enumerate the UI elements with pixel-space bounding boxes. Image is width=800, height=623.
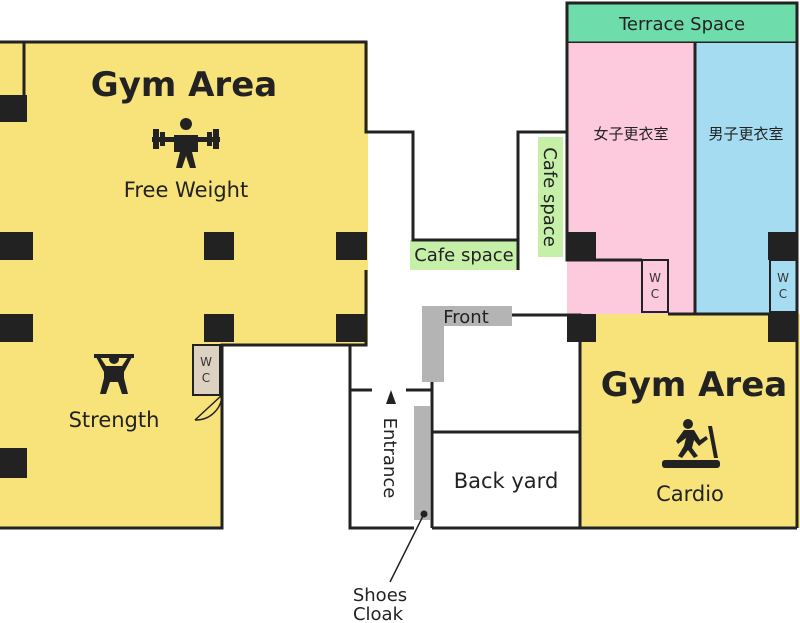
free-weight-label: Free Weight (124, 178, 248, 202)
shoes-cloak-bar (414, 406, 430, 520)
entrance-label: Entrance (379, 418, 400, 499)
squat-icon (94, 354, 134, 394)
shoes-label-line1: Shoes (353, 585, 407, 606)
pillar (567, 232, 596, 260)
pillar (768, 232, 798, 260)
pillar (204, 232, 234, 260)
front-desk-top (422, 306, 512, 326)
pillar (0, 448, 27, 478)
front-desk-side (422, 306, 444, 382)
corridor-left-wall (348, 345, 414, 530)
treadmill-icon (662, 419, 720, 468)
wc-left (192, 344, 221, 396)
pillar (768, 314, 798, 342)
wc-left-w: W (200, 355, 212, 369)
womens-locker-label: 女子更衣室 (593, 125, 668, 143)
wc-women (641, 259, 669, 313)
wc-left-door (194, 394, 223, 421)
wc-men (769, 259, 798, 313)
pillar (0, 232, 33, 260)
wc-men-c: C (779, 287, 787, 301)
cafe-space-vertical-bg (538, 137, 563, 257)
pillar (567, 314, 596, 342)
wc-women-w: W (649, 271, 661, 285)
strength-label: Strength (69, 408, 160, 432)
pillar (0, 314, 33, 342)
wc-women-c: C (651, 287, 659, 301)
right-gym-wall (512, 313, 797, 530)
back-yard-label: Back yard (454, 469, 559, 493)
left-gym-wall (0, 40, 567, 242)
gym-area-right-title: Gym Area (601, 365, 787, 405)
terrace-space-label: Terrace Space (618, 14, 745, 35)
left-gym-area (0, 42, 368, 345)
pillar (336, 232, 367, 260)
pillar (336, 314, 367, 342)
pillar (0, 95, 27, 122)
womens-locker-room (567, 43, 695, 315)
cardio-label: Cardio (656, 482, 724, 506)
cafe-space-horizontal: Cafe space (414, 245, 514, 266)
cafe-space-horizontal-bg (410, 240, 518, 270)
pillar (204, 314, 234, 342)
front-label: Front (443, 307, 489, 328)
cafe-space-vertical: Cafe space (539, 147, 560, 247)
shoes-pointer-dot (420, 510, 428, 518)
weightlifter-icon (152, 118, 220, 168)
shoes-label-line2: Cloak (353, 604, 404, 623)
wc-left-c: C (202, 371, 210, 385)
mens-locker-label: 男子更衣室 (708, 125, 783, 143)
gym-area-left-title: Gym Area (91, 65, 277, 105)
shoes-pointer (389, 513, 425, 583)
arrow-up-icon (386, 390, 396, 404)
wc-men-w: W (777, 271, 789, 285)
